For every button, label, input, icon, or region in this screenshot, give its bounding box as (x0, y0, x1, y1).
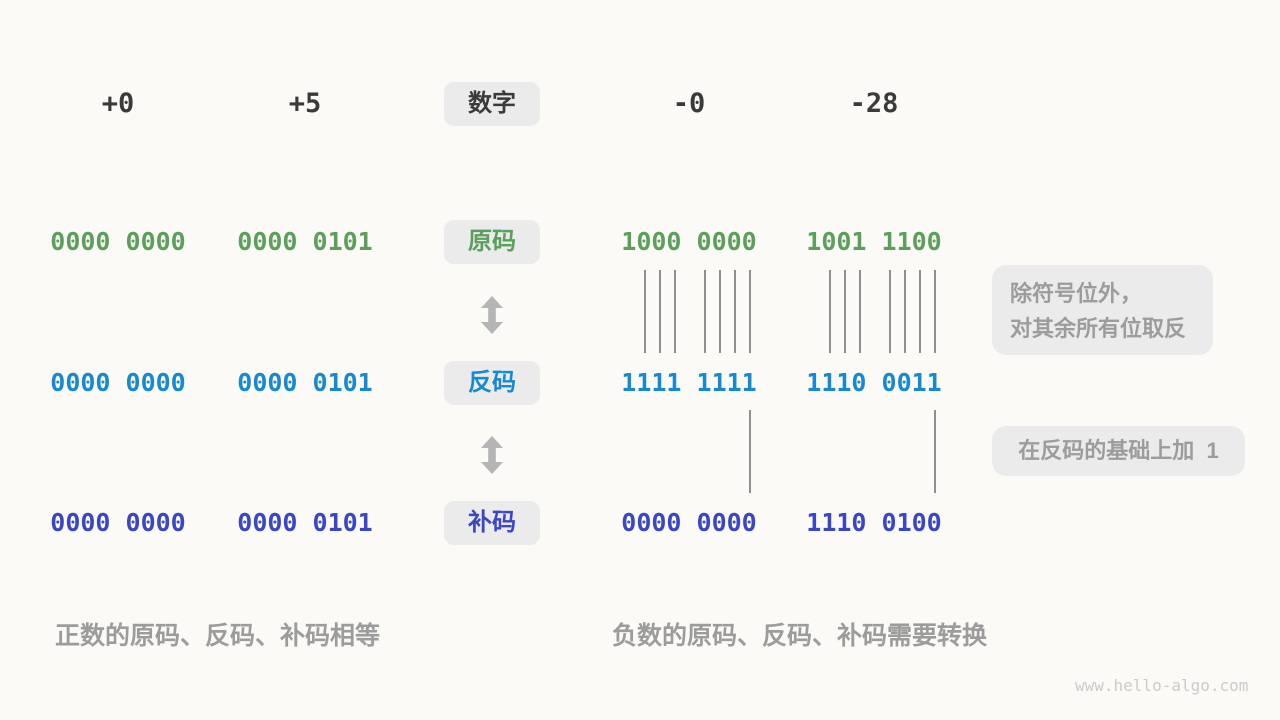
sign-magnitude-chip: 原码 (444, 220, 540, 264)
negative-numbers-caption: 负数的原码、反码、补码需要转换 (612, 622, 988, 650)
twos-complement-value-plus5: 0000 0101 (237, 508, 373, 537)
header-chip-number: 数字 (444, 82, 540, 126)
invert-tick-line (719, 270, 721, 353)
header-value-plus0: +0 (101, 88, 135, 119)
twos-complement-value-minus0: 0000 0000 (621, 508, 757, 537)
ones-complement-chip: 反码 (444, 361, 540, 405)
ones-complement-value-plus5: 0000 0101 (237, 368, 373, 397)
invert-tick-line (659, 270, 661, 353)
header-value-minus0: -0 (672, 88, 706, 119)
add-one-annotation: 在反码的基础上加 1 (992, 426, 1245, 476)
invert-tick-line (904, 270, 906, 353)
website-watermark: www.hello-algo.com (1075, 676, 1249, 695)
ones-complement-value-plus0: 0000 0000 (50, 368, 186, 397)
sign-magnitude-value-plus5: 0000 0101 (237, 227, 373, 256)
add-one-tick-line (934, 410, 936, 493)
up-down-arrow-icon (480, 436, 504, 474)
invert-tick-line (749, 270, 751, 353)
invert-annotation: 除符号位外， 对其余所有位取反 (992, 265, 1213, 355)
header-value-plus5: +5 (288, 88, 322, 119)
invert-tick-line (734, 270, 736, 353)
header-value-minus28: -28 (849, 88, 899, 119)
invert-tick-line (644, 270, 646, 353)
invert-tick-line (844, 270, 846, 353)
ones-complement-value-minus0: 1111 1111 (621, 368, 757, 397)
invert-tick-line (889, 270, 891, 353)
invert-tick-line (859, 270, 861, 353)
invert-annotation-line1: 除符号位外， (1010, 281, 1143, 306)
sign-magnitude-value-minus28: 1001 1100 (806, 227, 942, 256)
twos-complement-value-plus0: 0000 0000 (50, 508, 186, 537)
invert-tick-line (919, 270, 921, 353)
invert-tick-line (674, 270, 676, 353)
invert-annotation-line2: 对其余所有位取反 (1010, 316, 1187, 341)
invert-tick-line (934, 270, 936, 353)
sign-magnitude-value-minus0: 1000 0000 (621, 227, 757, 256)
positive-numbers-caption: 正数的原码、反码、补码相等 (55, 622, 381, 650)
up-down-arrow-icon (480, 296, 504, 334)
add-one-tick-line (749, 410, 751, 493)
sign-magnitude-value-plus0: 0000 0000 (50, 227, 186, 256)
twos-complement-value-minus28: 1110 0100 (806, 508, 942, 537)
invert-tick-line (704, 270, 706, 353)
ones-complement-value-minus28: 1110 0011 (806, 368, 942, 397)
invert-tick-line (829, 270, 831, 353)
twos-complement-chip: 补码 (444, 501, 540, 545)
